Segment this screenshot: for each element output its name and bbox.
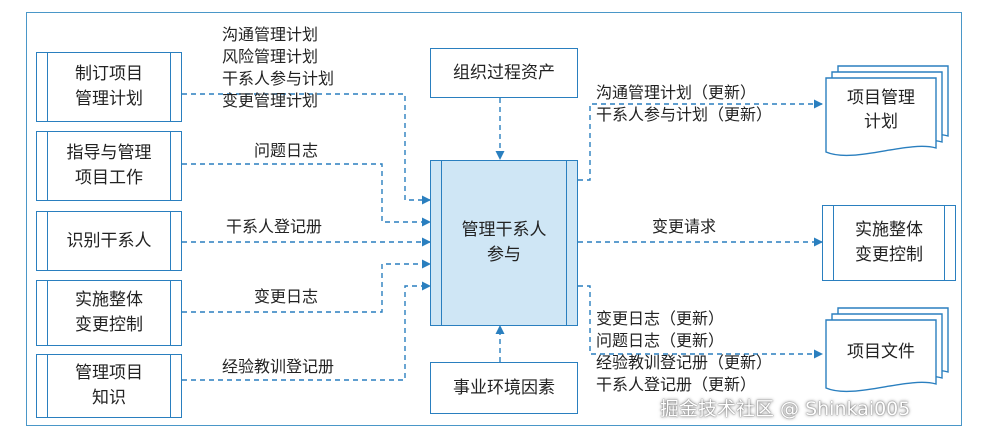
change-control-output-label: 实施整体 变更控制	[855, 220, 923, 265]
opa-label: 组织过程资产	[453, 62, 555, 83]
develop-plan-label: 制订项目 管理计划	[75, 64, 143, 109]
eef-box: 事业环境因素	[430, 362, 578, 414]
change-log-label: 变更日志	[254, 287, 319, 306]
arrow-issue-log	[182, 163, 431, 227]
lessons-label: 经验教训登记册	[222, 357, 335, 376]
plans-label: 沟通管理计划 风险管理计划 干系人参与计划 变更管理计划	[222, 25, 335, 110]
identify-stakeholders-box: 识别干系人	[36, 211, 182, 271]
opa-box: 组织过程资产	[430, 48, 578, 98]
change-request-label: 变更请求	[652, 217, 717, 236]
develop-plan-box: 制订项目 管理计划	[36, 52, 182, 122]
register-label: 干系人登记册	[226, 217, 323, 236]
arrow-lessons	[182, 281, 431, 381]
diagram-frame	[26, 12, 962, 426]
change-control-input-label: 实施整体 变更控制	[75, 290, 143, 335]
manage-engagement-box: 管理干系人 参与	[430, 160, 578, 326]
change-control-input-box: 实施整体 变更控制	[36, 280, 182, 346]
plan-updates-label: 沟通管理计划（更新） 干系人参与计划（更新）	[596, 83, 773, 124]
direct-manage-label: 指导与管理 项目工作	[66, 143, 152, 188]
project-docs-doc-shape	[825, 307, 949, 393]
arrow-plans	[182, 93, 431, 205]
project-plan-label: 项目管理 计划	[847, 88, 915, 132]
arrow-change-log	[182, 259, 431, 313]
doc-updates-label: 变更日志（更新） 问题日志（更新） 经验教训登记册（更新） 干系人登记册（更新）	[596, 309, 773, 394]
identify-stakeholders-label: 识别干系人	[66, 230, 152, 251]
arrow-plan-updates	[578, 99, 823, 181]
change-control-output-box: 实施整体 变更控制	[822, 205, 956, 281]
eef-label: 事业环境因素	[453, 377, 555, 398]
manage-engagement-label: 管理干系人 参与	[461, 220, 547, 265]
arrow-doc-updates	[578, 285, 823, 359]
issue-log-label: 问题日志	[254, 141, 319, 160]
manage-knowledge-label: 管理项目 知识	[75, 363, 143, 408]
manage-knowledge-box: 管理项目 知识	[36, 354, 182, 418]
project-docs-label: 项目文件	[847, 342, 915, 362]
direct-manage-box: 指导与管理 项目工作	[36, 131, 182, 201]
watermark: 掘金技术社区 @ Shinkai005	[660, 398, 911, 420]
project-plan-doc-shape	[825, 65, 949, 157]
